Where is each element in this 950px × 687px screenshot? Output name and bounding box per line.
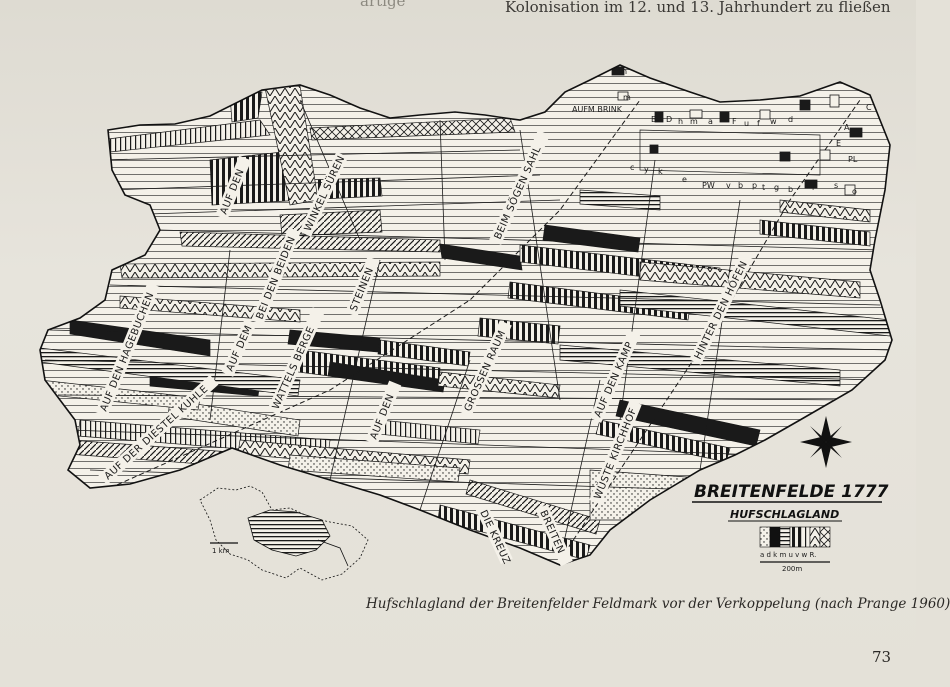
previous-text-fragment: artige (360, 0, 406, 10)
inset-scale: 1 km (212, 547, 230, 555)
village-lot-letter: F (732, 117, 737, 126)
village-lot-letter: n (622, 67, 627, 76)
village-lot-letter: b (788, 185, 793, 194)
map-title: BREITENFELDE 1777 (694, 482, 889, 502)
map-subtitle: HUFSCHLAGLAND (730, 508, 839, 521)
compass-rose-icon (800, 416, 852, 468)
field-map: AUF DEN WINKEL SÜREN BEIM SÖGEN SAHL BEI… (39, 64, 893, 581)
village-lot-letter: v (726, 181, 731, 190)
village-lot-letter: m (623, 93, 631, 102)
village-lot-letter: p (752, 181, 757, 190)
village-lot-letter: e (682, 175, 687, 184)
village-lot-letter: y (644, 165, 649, 174)
village-lot-letter: b (738, 181, 743, 190)
village-lot-letter: A (844, 123, 850, 132)
village-lot-letter: u (744, 119, 749, 128)
parish-boundary (39, 64, 893, 566)
legend-scale: 200m (782, 565, 802, 573)
figure-caption: Hufschlagland der Breitenfelder Feldmark… (366, 596, 950, 612)
village-lot-letter: E (836, 139, 841, 148)
map-legend: a d k m u v w R. 200m (759, 526, 831, 573)
village-lot-letter: t (762, 183, 765, 192)
village-lot-letter: a (708, 117, 713, 126)
village-lot-letter: g (774, 183, 779, 192)
village-lot-letter: o (852, 187, 857, 196)
parish-fields (40, 65, 892, 565)
village-lot-letter: c (630, 163, 634, 172)
village-lot-letter: f (757, 119, 760, 128)
village-lot-letter: m (690, 117, 698, 126)
inset-locator-map: 1 km (199, 485, 369, 581)
village-lot-letter: w (770, 117, 777, 126)
legend-letters: a d k m u v w R. (760, 551, 816, 559)
village-lot-letter: PW (702, 181, 715, 190)
village-lot-letter: B (651, 115, 657, 124)
village-lot-letter: C (866, 103, 872, 112)
village-lot-letter: r (812, 183, 816, 192)
page-number: 73 (872, 648, 892, 666)
running-text-fragment: Kolonisation im 12. und 13. Jahrhundert … (505, 0, 891, 16)
village-lot-letter: k (658, 167, 663, 176)
village-lot-letter: PL (848, 155, 858, 164)
village-lot-letter: s (834, 181, 838, 190)
village-lot-letter: D (666, 115, 672, 124)
village-lot-letter: h (678, 117, 683, 126)
village-lot-letter: d (788, 115, 793, 124)
field-label-brink: AUFM BRINK (572, 105, 623, 114)
